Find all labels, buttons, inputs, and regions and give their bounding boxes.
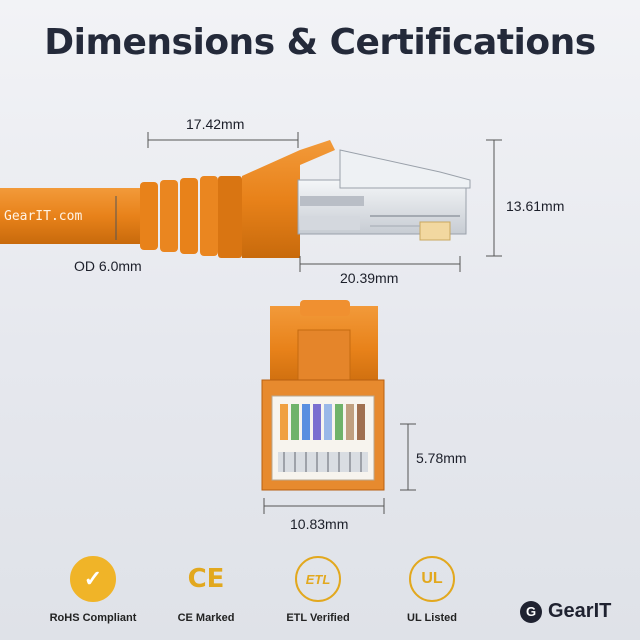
plug-height-label: 13.61mm (506, 198, 565, 214)
wire-pins (278, 404, 368, 472)
side-view-connector (0, 132, 502, 272)
boot-hood (242, 140, 335, 258)
cable-jacket (0, 188, 150, 244)
cert-label: CE Marked (177, 612, 235, 624)
boot-length-label: 17.42mm (186, 116, 245, 132)
etl-icon: ETL (295, 556, 341, 602)
dimension-lines-bottom (263, 423, 416, 514)
rohs-check-icon: ✓ (70, 556, 116, 602)
page-title: Dimensions & Certifications (44, 22, 596, 63)
front-view-plug (261, 300, 416, 514)
brand-name: GearIT (548, 600, 612, 622)
strain-relief-boot (140, 176, 242, 258)
cert-label: ETL Verified (286, 612, 350, 624)
outer-diameter-label: OD 6.0mm (74, 258, 142, 274)
gearit-logo-icon: G (520, 600, 542, 623)
cert-ce: CE CE Marked (156, 556, 256, 624)
plug-length-label: 20.39mm (340, 270, 399, 286)
brand-logo: G GearIT (520, 600, 611, 623)
cable-print-text: GearIT.com (4, 209, 83, 224)
cert-rohs: ✓ RoHS Compliant (43, 556, 143, 624)
cert-ul: UL UL Listed (382, 556, 482, 624)
dimension-lines-top (115, 132, 502, 272)
front-height-label: 5.78mm (416, 450, 467, 466)
ul-icon: UL (409, 556, 455, 602)
cert-label: RoHS Compliant (49, 612, 137, 624)
ce-icon: CE (187, 564, 225, 594)
cert-label: UL Listed (407, 612, 457, 624)
clear-plug (297, 149, 471, 241)
cert-etl: ETL ETL Verified (268, 556, 368, 624)
front-width-label: 10.83mm (290, 516, 349, 532)
